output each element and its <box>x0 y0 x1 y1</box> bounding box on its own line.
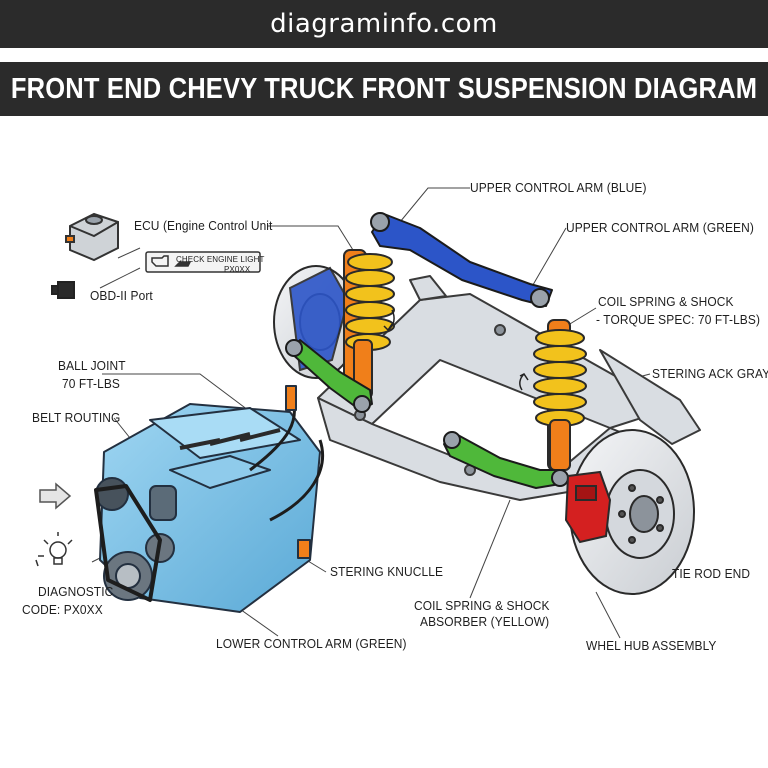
label-ball-joint-torque: 70 FT-LBS <box>62 376 121 391</box>
site-banner: diagraminfo.com <box>0 0 768 48</box>
label-absorber-yellow: ABSORBER (YELLOW) <box>420 614 550 629</box>
label-check-code: PX0XX <box>224 265 251 274</box>
label-steering-knuckle: STERING KNUCLLE <box>330 564 444 579</box>
title-banner: FRONT END CHEVY TRUCK FRONT SUSPENSION D… <box>0 62 768 116</box>
label-coil-spring-absorber: COIL SPRING & SHOCK <box>414 598 550 613</box>
label-check-engine: CHECK ENGINE LIGHT <box>176 255 265 264</box>
lower-control-arm-icon <box>285 339 569 489</box>
label-ball-joint: BALL JOINT <box>58 358 126 373</box>
obd-port-icon <box>51 281 75 299</box>
rotation-arrows <box>383 309 529 391</box>
left-coil-spring-icon <box>343 249 395 401</box>
suspension-illustration <box>35 187 701 639</box>
label-ecu: ECU (Engine Control Unit <box>134 218 273 233</box>
label-coil-spring-torque: COIL SPRING & SHOCK <box>598 294 734 309</box>
ecu-icon <box>65 212 119 262</box>
wheel-hub-icon <box>569 429 695 595</box>
label-steering-rack: STERING ACK GRAY <box>652 366 768 381</box>
label-tie-rod-end: TIE ROD END <box>672 566 751 581</box>
arrow-right-icon <box>39 482 72 510</box>
left-rotor-icon <box>273 265 359 379</box>
label-wheel-hub: WHEL HUB ASSEMBLY <box>586 638 717 653</box>
label-upper-control-arm-green: UPPER CONTROL ARM (GREEN) <box>566 220 754 235</box>
diagram-title: FRONT END CHEVY TRUCK FRONT SUSPENSION D… <box>10 72 758 105</box>
upper-control-arm-icon <box>370 212 553 308</box>
engine-icon <box>94 385 325 613</box>
label-lower-control-arm: LOWER CONTROL ARM (GREEN) <box>216 636 407 651</box>
label-torque-spec: - TORQUE SPEC: 70 FT-LBS) <box>596 312 761 327</box>
label-obd-port: OBD-II Port <box>90 288 153 303</box>
lightbulb-icon <box>35 532 73 567</box>
site-name: diagraminfo.com <box>270 9 498 39</box>
label-upper-control-arm-blue: UPPER CONTROL ARM (BLUE) <box>470 180 647 195</box>
brake-caliper-icon <box>564 470 612 544</box>
label-diagnostic: DIAGNOSTIC <box>38 584 114 599</box>
label-belt-routing: BELT ROUTING <box>32 410 121 425</box>
label-diagnostic-code: CODE: PX0XX <box>22 602 103 617</box>
check-engine-badge <box>145 251 261 273</box>
